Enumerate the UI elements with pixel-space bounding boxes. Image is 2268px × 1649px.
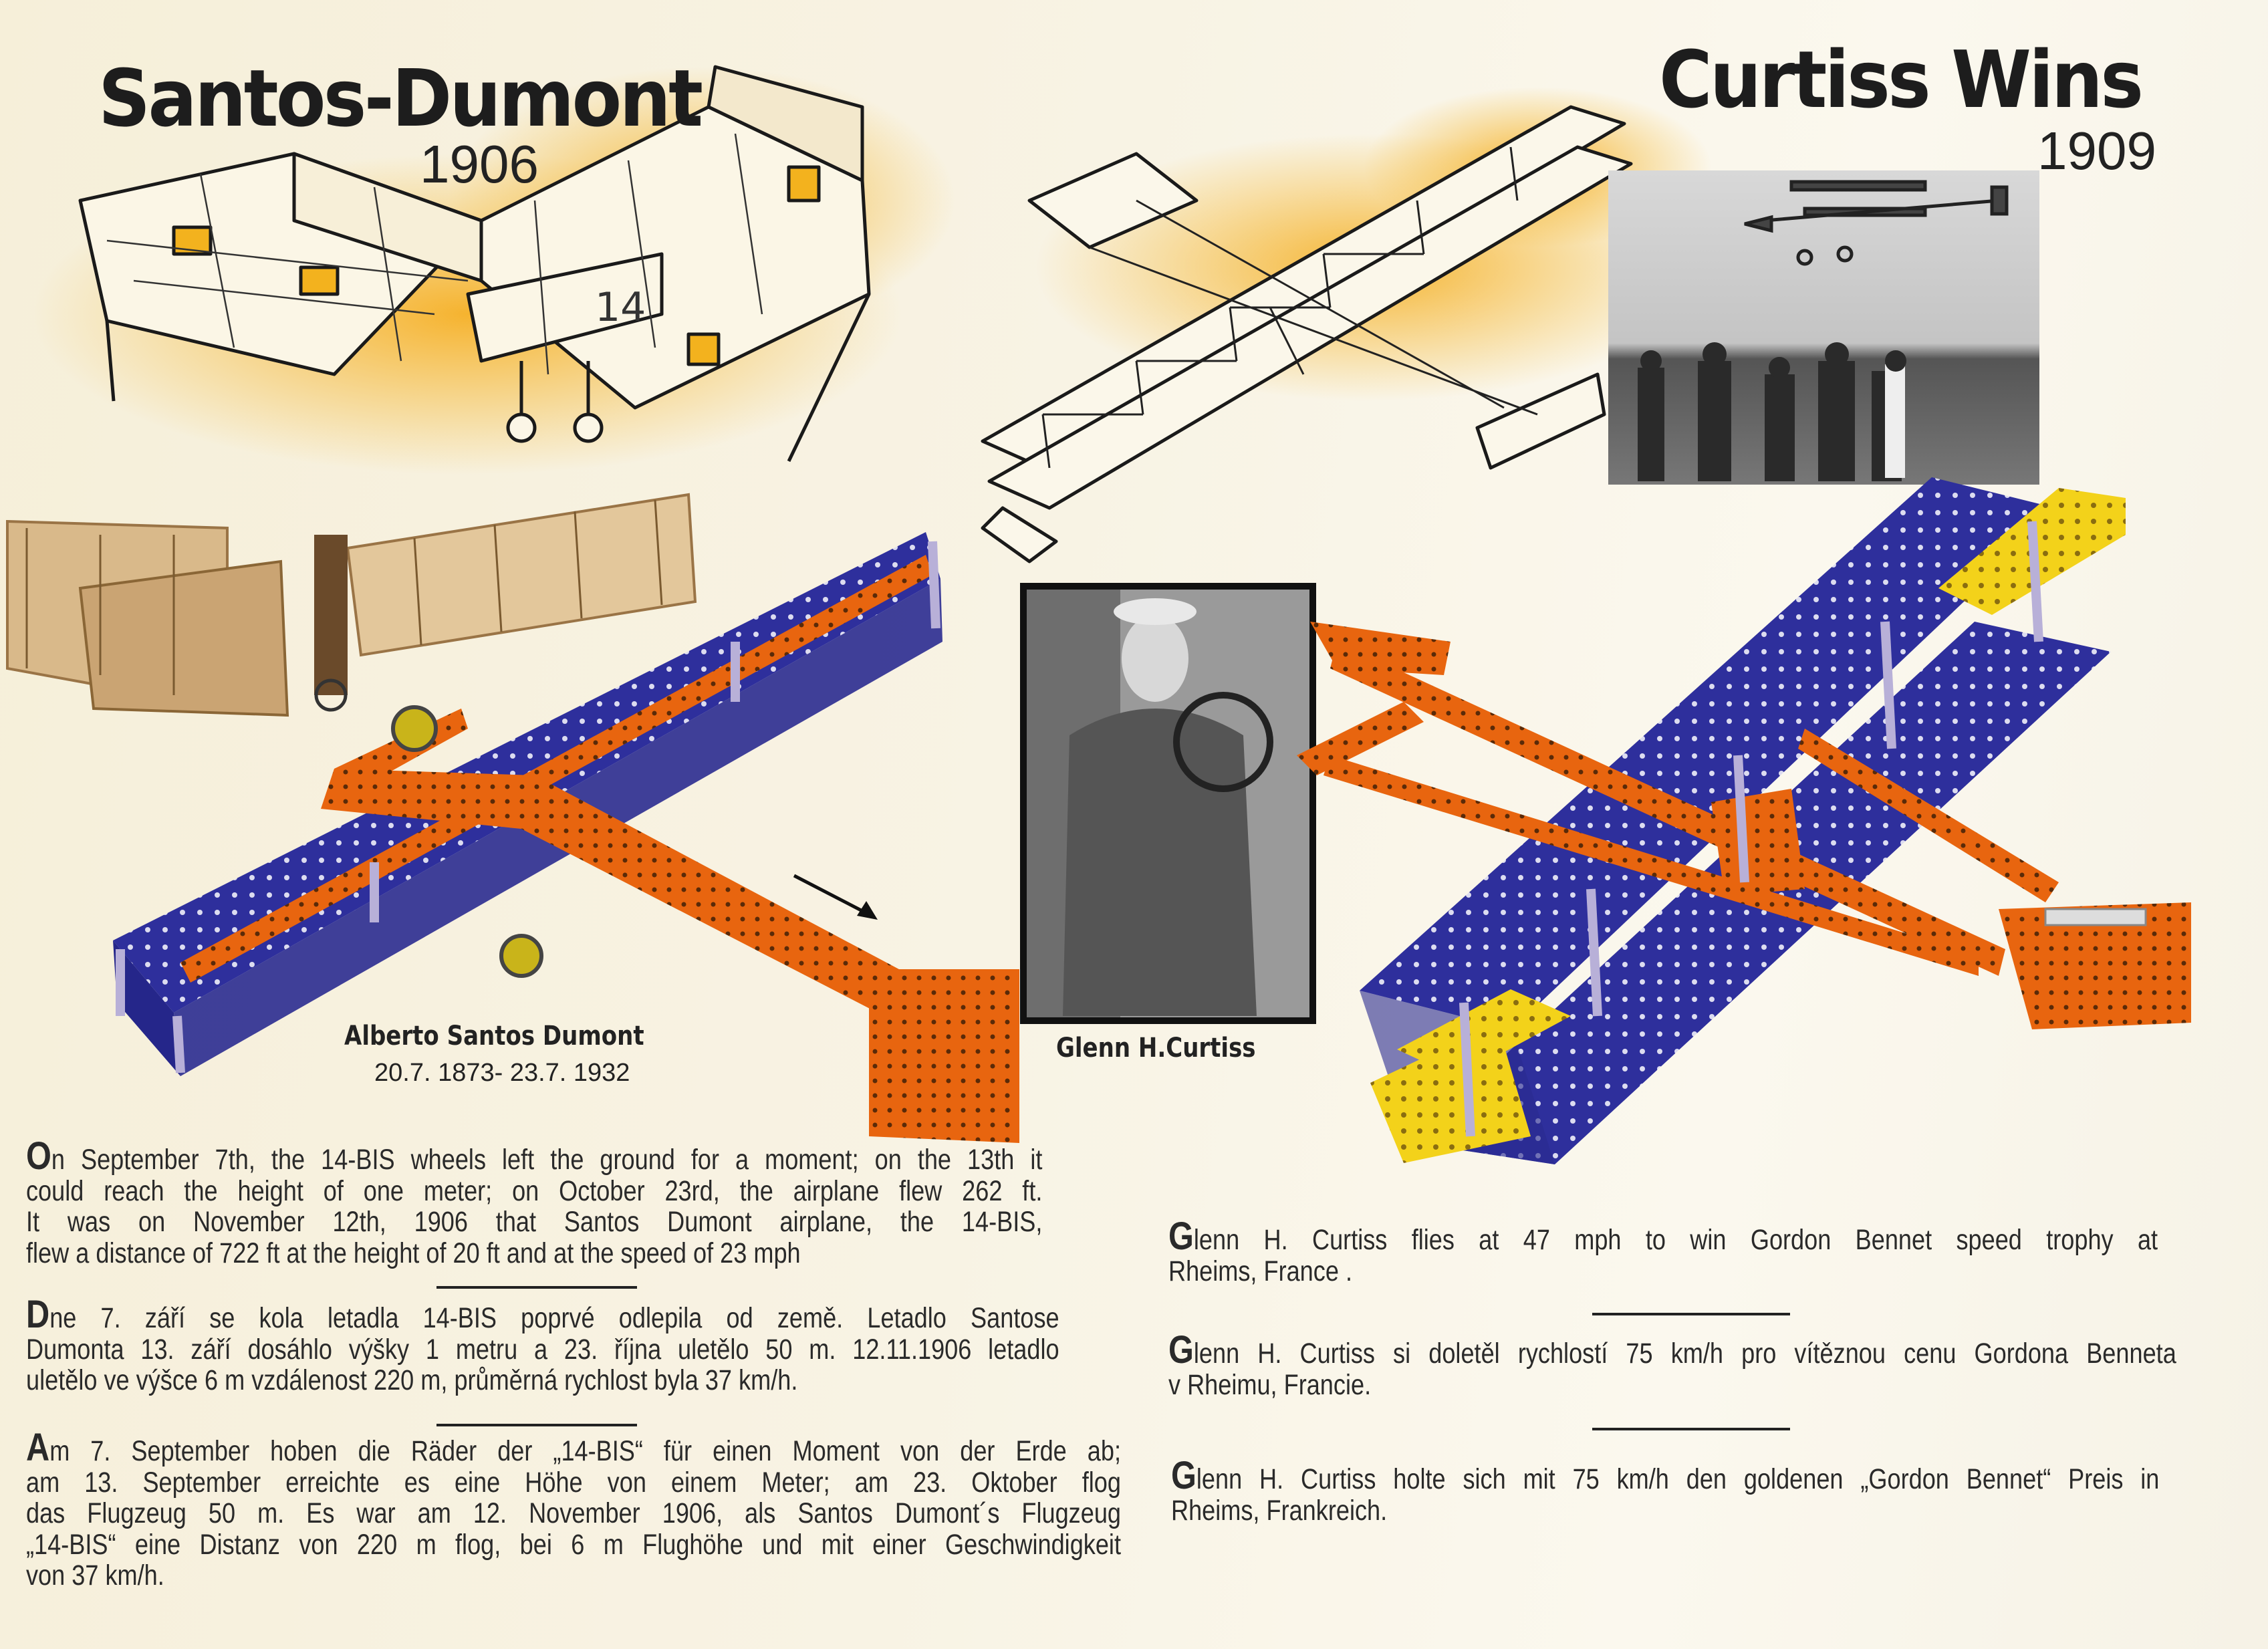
drop-cap: O xyxy=(26,1134,51,1178)
left-paragraph-czech: Dne 7. září se kola letadla 14-BIS poprv… xyxy=(26,1293,1059,1396)
left-year: 1906 xyxy=(420,134,539,194)
drop-cap: D xyxy=(26,1293,50,1336)
santos-dumont-dates: 20.7. 1873- 23.7. 1932 xyxy=(374,1059,630,1087)
right-year: 1909 xyxy=(2037,121,2156,180)
right-paragraph-english: Glenn H. Curtiss flies at 47 mph to win … xyxy=(1168,1215,2158,1287)
glenn-curtiss-portrait xyxy=(1020,583,1316,1024)
divider xyxy=(1592,1428,1790,1430)
drop-cap: A xyxy=(26,1426,50,1469)
divider xyxy=(1592,1313,1790,1315)
santos-dumont-name: Alberto Santos Dumont xyxy=(344,1021,644,1051)
divider xyxy=(436,1424,637,1426)
drop-cap: G xyxy=(1168,1215,1194,1258)
right-paragraph-german: Glenn H. Curtiss holte sich mit 75 km/h … xyxy=(1171,1454,2160,1527)
drop-cap: G xyxy=(1171,1454,1196,1497)
curtiss-flight-photo xyxy=(1608,170,2039,485)
santos-dumont-sketch: 14 xyxy=(33,65,956,475)
right-title: Curtiss Wins xyxy=(1659,33,2144,126)
direction-arrow-icon xyxy=(793,874,878,920)
left-paragraph-english: On September 7th, the 14-BIS wheels left… xyxy=(26,1134,1043,1269)
left-paragraph-german: Am 7. September hoben die Räder der „14-… xyxy=(26,1426,1122,1592)
right-paragraph-czech: Glenn H. Curtiss si doletěl rychlostí 75… xyxy=(1168,1328,2176,1401)
curtiss-meccano-model xyxy=(1297,477,2191,1164)
glenn-curtiss-name: Glenn H.Curtiss xyxy=(1056,1033,1256,1063)
santos-dumont-meccano-model xyxy=(113,532,1019,1143)
curtiss-sketch xyxy=(981,87,1711,563)
left-title: Santos-Dumont xyxy=(98,52,703,144)
sketch-label-14: 14 xyxy=(595,284,646,331)
divider xyxy=(436,1286,637,1289)
santos-dumont-model-photo xyxy=(6,493,697,717)
drop-cap: G xyxy=(1168,1328,1194,1372)
